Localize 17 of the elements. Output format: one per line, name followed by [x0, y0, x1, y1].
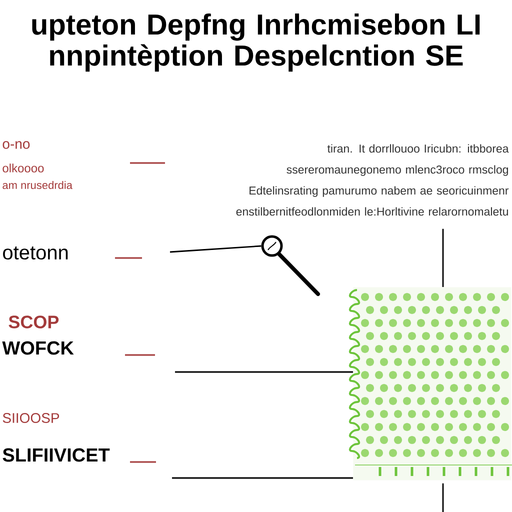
side-label: WOFCK — [2, 341, 74, 355]
side-label: olkoooo — [2, 164, 44, 172]
leader-line — [172, 477, 353, 479]
dotted-box-drawing — [349, 287, 512, 480]
side-label: otetonn — [3, 246, 68, 260]
title: upteton Depfng Inrhcmisebon LI nnpintèption Despelcntion SE — [32, 14, 480, 72]
paragraph: tiran. It dorrllouoo Iricubn: itbborea ssereromaunegonemo mlenc3roco rmsclog Edtelinsrating pamurumo nabem ae seoricuinmenr enstilbernitfeodlonmiden le:Horltivine relarornomaletu — [236, 144, 509, 216]
side-label: SCOP — [8, 316, 59, 328]
side-label: SLIFIIVICET — [2, 448, 110, 462]
leader-line — [442, 483, 444, 512]
leader-line — [442, 228, 444, 287]
magnifier-icon — [261, 235, 320, 296]
side-label: am nrusedrdia — [2, 180, 72, 190]
leader-line — [175, 371, 353, 373]
leader-line — [170, 245, 262, 253]
side-label: SIIOOSP — [2, 413, 60, 423]
side-label: o-no — [2, 141, 30, 149]
